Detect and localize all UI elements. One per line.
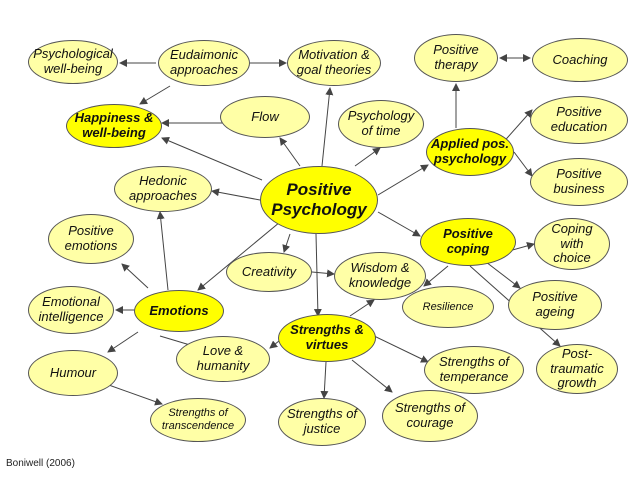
connector-arrow-15 [121,263,149,289]
node-positive-psychology: Positive Psychology [260,166,378,234]
node-psychological-wellbeing: Psychological well-being [28,40,118,84]
connector-arrow-32 [351,359,393,393]
node-post-traumatic-growth: Post- traumatic growth [536,344,618,394]
connector-arrow-4 [161,137,263,181]
node-strengths-justice: Strengths of justice [278,398,366,446]
node-positive-coping: Positive coping [420,218,516,266]
connector-arrow-11 [513,151,533,177]
connector-arrow-20 [313,233,322,317]
connector-arrow-33 [369,333,429,363]
node-strengths-courage: Strengths of courage [382,390,478,442]
connector-arrow-6 [321,87,334,167]
node-positive-emotions: Positive emotions [48,214,134,264]
node-flow: Flow [220,96,310,138]
node-positive-business: Positive business [530,158,628,206]
connector-arrow-7 [354,147,381,167]
node-strengths-virtues: Strengths & virtues [278,314,376,362]
connector-arrow-2 [139,85,171,105]
node-coaching: Coaching [532,38,628,82]
source-credit: Boniwell (2006) [6,458,75,469]
connector-arrow-17 [197,221,281,291]
connector-arrow-5 [279,137,301,167]
connector-arrow-27 [107,331,139,353]
node-hedonic-approaches: Hedonic approaches [114,166,212,212]
connector-arrow-31 [320,361,329,399]
node-emotional-intelligence: Emotional intelligence [28,286,114,334]
node-psychology-of-time: Psychology of time [338,100,424,148]
node-emotions: Emotions [134,290,224,332]
connector-arrow-23 [423,265,449,287]
node-creativity: Creativity [226,252,312,292]
node-happiness-wellbeing: Happiness & well-being [66,104,162,148]
node-love-humanity: Love & humanity [176,336,270,382]
node-wisdom-knowledge: Wisdom & knowledge [334,252,426,300]
connector-arrow-8 [377,164,429,196]
connector-arrow-13 [211,188,261,201]
connector-arrow-19 [282,233,291,253]
node-eudaimonic-approaches: Eudaimonic approaches [158,40,250,86]
node-positive-ageing: Positive ageing [508,280,602,330]
node-positive-therapy: Positive therapy [414,34,498,82]
connector-arrow-24 [485,261,521,289]
node-coping-with-choice: Coping with choice [534,218,610,270]
connector-arrow-22 [349,299,375,317]
connector-arrow-18 [377,211,421,237]
node-humour: Humour [28,350,118,396]
node-positive-education: Positive education [530,96,628,144]
node-motivation-goal-theories: Motivation & goal theories [287,40,381,86]
node-strengths-transcendence: Strengths of transcendence [150,398,246,442]
connector-arrow-21 [311,269,335,278]
node-applied-positive-psychology: Applied pos. psychology [426,128,514,176]
connector-arrow-14 [156,211,169,291]
node-resilience: Resilience [402,286,494,328]
connector-arrow-30 [105,383,163,406]
node-strengths-temperance: Strengths of temperance [424,346,524,394]
